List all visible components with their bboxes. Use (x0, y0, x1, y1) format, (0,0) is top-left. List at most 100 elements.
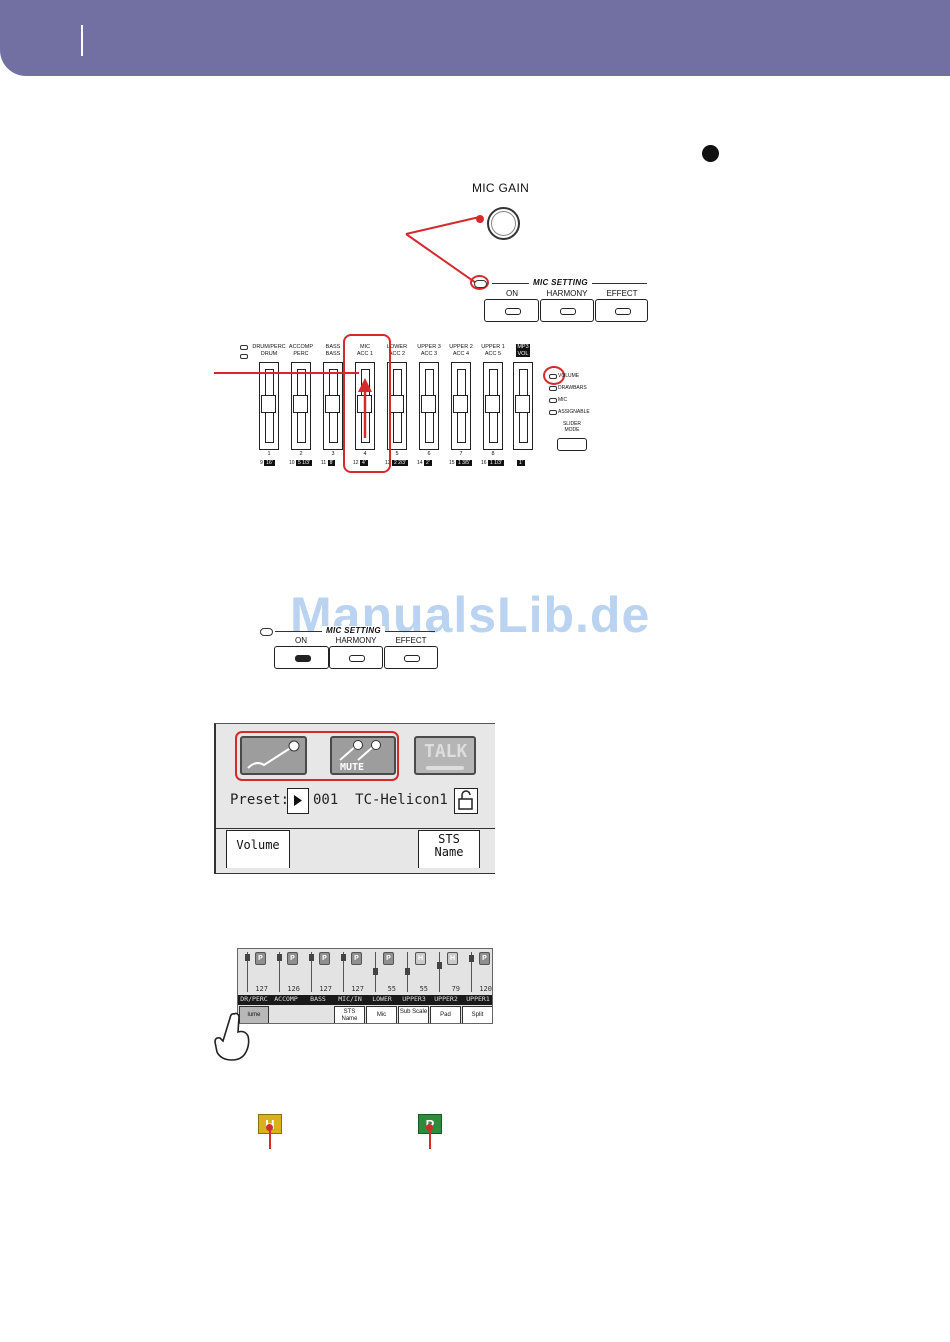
status-badge[interactable]: P (319, 952, 330, 965)
mixer-channel-5[interactable]: P 55 (367, 950, 398, 995)
callout-ring-led (470, 275, 489, 290)
mixer-channel-4[interactable]: P 127 (335, 950, 366, 995)
slider-number: 4 (363, 451, 367, 457)
tab-split[interactable]: Split (462, 1006, 492, 1023)
preset-label: Preset: (230, 792, 290, 808)
harmony-button-small[interactable] (329, 646, 383, 669)
mic-on-button[interactable] (240, 736, 307, 775)
slider-subnumber: 14 2' (417, 460, 432, 466)
slider-subnumber: 13 2 2/3' (385, 460, 409, 466)
channel-value: 126 (287, 985, 300, 993)
channel-value: 127 (319, 985, 332, 993)
harmony-label: HARMONY (546, 289, 588, 298)
slider-5[interactable] (387, 362, 407, 450)
slider-2[interactable] (291, 362, 311, 450)
channel-name: DR/PERC (240, 995, 268, 1003)
harmony-mute-button[interactable]: MUTE (330, 736, 396, 775)
status-badge[interactable]: H (415, 952, 426, 965)
on-button[interactable] (484, 299, 539, 322)
slider-mp3-volume[interactable] (513, 362, 533, 450)
slider-1[interactable] (259, 362, 279, 450)
slider-3[interactable] (323, 362, 343, 450)
slider-number: 2 (299, 451, 303, 457)
mixer-channel-3[interactable]: P 127 (303, 950, 334, 995)
slider-number: 6 (427, 451, 431, 457)
slider-7[interactable] (451, 362, 471, 450)
effect-button-small[interactable] (384, 646, 438, 669)
channel-name: MIC/IN (338, 995, 362, 1003)
tab-sts-name-mixer[interactable]: STS Name (334, 1006, 365, 1023)
status-badge[interactable]: P (255, 952, 266, 965)
mic-gain-label: MIC GAIN (472, 181, 530, 195)
tab-pad[interactable]: Pad (430, 1006, 461, 1023)
on-button-small[interactable] (274, 646, 329, 669)
tab-volume[interactable]: Volume (226, 830, 290, 868)
channel-value: 120 (479, 985, 492, 993)
slider-number: 7 (459, 451, 463, 457)
status-badge[interactable]: H (447, 952, 458, 965)
mixer-channel-8[interactable]: P 120 (463, 950, 492, 995)
channel-name: UPPER1 (466, 995, 490, 1003)
hand-pointer-icon (214, 1012, 250, 1061)
mode-drawbars: DRAWBARS (558, 385, 587, 391)
slider-mode-label: SLIDER MODE (562, 421, 582, 433)
callout-frame-lcd (235, 731, 399, 781)
callout-line-knob (405, 215, 481, 235)
on-label-small: ON (295, 636, 307, 645)
mixer-channel-2[interactable]: P 126 (271, 950, 302, 995)
status-badge[interactable]: P (479, 952, 490, 965)
effect-label-small: EFFECT (395, 636, 427, 645)
harmony-label-small: HARMONY (335, 636, 377, 645)
channel-value: 79 (451, 985, 460, 993)
slider-subnumber: 1' (517, 460, 525, 466)
bullet-icon (702, 145, 719, 162)
talk-button[interactable]: TALK (414, 736, 476, 775)
callout-dot (476, 215, 484, 223)
effect-button[interactable] (595, 299, 648, 322)
channel-name-bar: DR/PERC ACCOMP BASS MIC/IN LOWER UPPER3 … (238, 995, 492, 1005)
channel-value: 127 (255, 985, 268, 993)
mode-volume: VOLUME (558, 373, 580, 379)
mic-gain-knob[interactable] (487, 207, 520, 240)
harmony-button[interactable] (540, 299, 594, 322)
channel-name: UPPER2 (434, 995, 458, 1003)
callout-dot-p (426, 1124, 433, 1131)
mic-setting-led-small (260, 628, 273, 636)
slider-subnumber: 11 8' (321, 460, 336, 466)
callout-dot-h (266, 1124, 273, 1131)
slider-subnumber: 12 4' (353, 460, 368, 466)
mixer-channel-1[interactable]: P 127 (239, 950, 270, 995)
slider-number: 3 (331, 451, 335, 457)
channel-name: UPPER3 (402, 995, 426, 1003)
slider-mode-button[interactable] (557, 438, 587, 451)
tab-sub-scale[interactable]: Sub Scale (398, 1006, 429, 1023)
tab-mic[interactable]: Mic (366, 1006, 397, 1023)
mic-setting-led (474, 280, 487, 288)
tab-volume-mixer[interactable]: lume (239, 1006, 269, 1023)
header-divider (81, 25, 83, 56)
slider-6[interactable] (419, 362, 439, 450)
status-badge[interactable]: P (351, 952, 362, 965)
mixer-channel-7[interactable]: H 79 (431, 950, 462, 995)
tab-rule (216, 828, 495, 829)
preset-play-button[interactable] (287, 788, 309, 814)
mute-label: MUTE (340, 762, 365, 773)
callout-ring-volume (543, 366, 565, 385)
lock-button[interactable] (454, 788, 478, 814)
volume-led (549, 374, 557, 379)
mixer-channel-6[interactable]: H 55 (399, 950, 430, 995)
talk-label: TALK (424, 741, 468, 762)
talk-bar (426, 766, 464, 770)
status-badge[interactable]: P (383, 952, 394, 965)
status-badge[interactable]: P (287, 952, 298, 965)
on-label: ON (506, 289, 518, 298)
slider-8[interactable] (483, 362, 503, 450)
channel-name: BASS (310, 995, 326, 1003)
mic-led (549, 398, 557, 403)
